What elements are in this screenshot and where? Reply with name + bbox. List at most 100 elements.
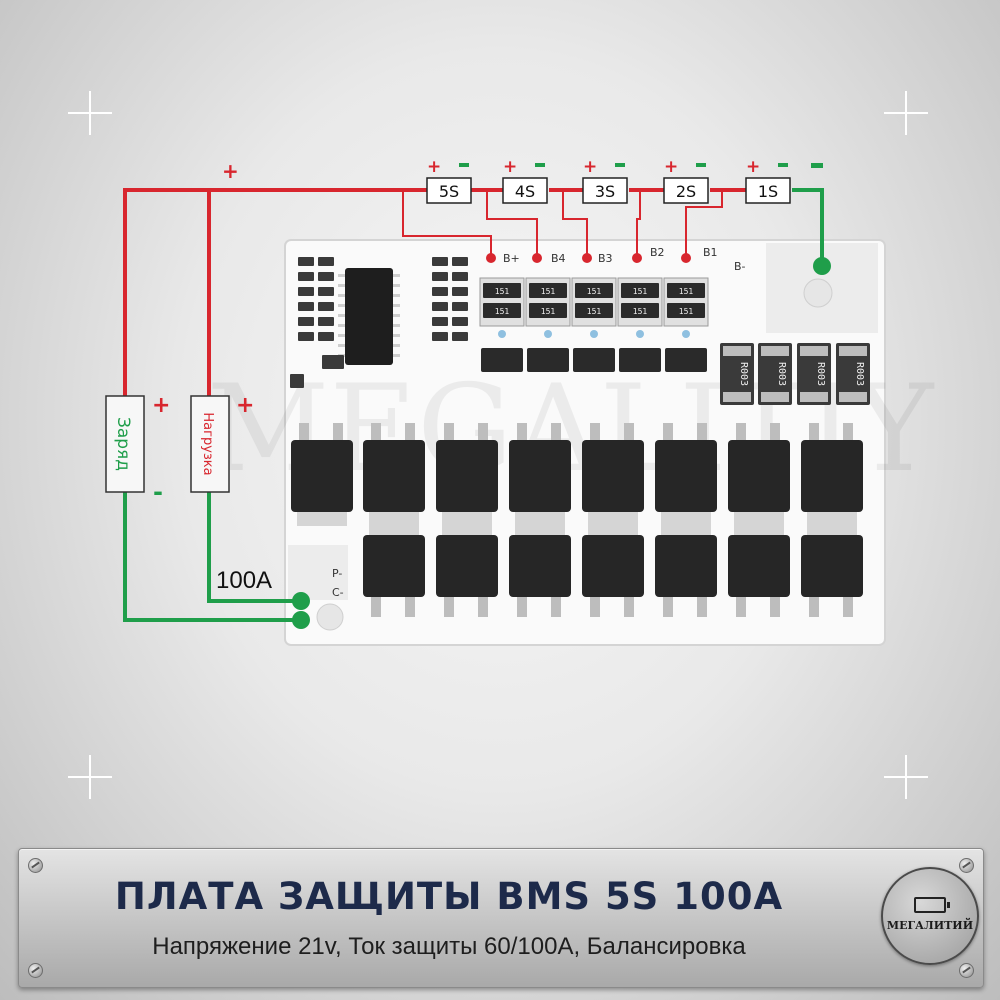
screw-icon (28, 963, 43, 978)
pad-label-b-minus: B- (734, 260, 746, 273)
pad-label-c-minus: C- (332, 586, 344, 599)
mosfet-bottom (363, 526, 425, 617)
shunt-resistor: R003 (836, 343, 870, 405)
smd-code: 151 (541, 307, 556, 316)
smd-code: 151 (679, 287, 694, 296)
cell-plus-label: + (583, 157, 597, 177)
cell-5s: 5S + (426, 157, 472, 204)
cell-minus-mark (459, 163, 469, 167)
pad-label-b4: B4 (551, 252, 566, 265)
smd-code: 151 (633, 287, 648, 296)
mosfet-top (509, 423, 571, 526)
mosfet-top (728, 423, 790, 526)
cell-4s: 4S + (502, 157, 548, 204)
charge-plus-label: + (152, 393, 170, 418)
smd-code: 151 (633, 307, 648, 316)
info-banner: ПЛАТА ЗАЩИТЫ BMS 5S 100A Напряжение 21v,… (18, 848, 984, 988)
shunt-code: R003 (815, 362, 826, 386)
smd-code: 151 (587, 307, 602, 316)
mosfet-top (655, 423, 717, 526)
balance-column: 151 151 (663, 277, 709, 372)
cell-3s: 3S + (582, 157, 628, 204)
screw-icon (28, 858, 43, 873)
negative-wires (123, 188, 824, 622)
cell-plus-label: + (664, 157, 678, 177)
cell-minus-mark (696, 163, 706, 167)
cell-label: 3S (595, 182, 615, 201)
pad-label-b-plus: B+ (503, 252, 520, 265)
cell-plus-label: + (746, 157, 760, 177)
smd-code: 151 (587, 287, 602, 296)
bms-ic-chip (345, 268, 393, 365)
crop-marks (68, 91, 928, 799)
mosfet-bottom (582, 526, 644, 617)
balance-column: 151 151 (525, 277, 571, 372)
smd-code: 151 (679, 307, 694, 316)
b-minus-pad (803, 278, 833, 308)
negative-wire-dots (292, 257, 831, 629)
current-label: 100A (216, 567, 272, 594)
screw-icon (959, 858, 974, 873)
balance-resistor-columns: 151 151 151 151 151 151 151 151 151 151 (479, 277, 709, 372)
smd-code: 151 (495, 287, 510, 296)
cell-label: 1S (758, 182, 778, 201)
cell-minus-mark (535, 163, 545, 167)
cell-label: 4S (515, 182, 535, 201)
cell-1s: 1S + (745, 157, 791, 204)
load-connector: Нагрузка + (190, 393, 254, 493)
mosfet-bottom (509, 526, 571, 617)
balance-column: 151 151 (571, 277, 617, 372)
pad-label-b2: B2 (650, 246, 665, 259)
load-label: Нагрузка (200, 412, 215, 475)
shunt-resistor: R003 (797, 343, 831, 405)
shunt-resistor: R003 (758, 343, 792, 405)
smd-code: 151 (495, 307, 510, 316)
cell-label: 5S (439, 182, 459, 201)
charge-label: Заряд (113, 417, 133, 471)
load-plus-label: + (236, 393, 254, 418)
shunt-code: R003 (854, 362, 865, 386)
shunt-code: R003 (776, 362, 787, 386)
mosfet-top (291, 423, 353, 526)
shunt-resistors: R003 R003 R003 R003 (720, 343, 870, 405)
charge-connector: Заряд + - (105, 393, 170, 506)
cell-plus-label: + (503, 157, 517, 177)
mosfet-top (436, 423, 498, 526)
smd-code: 151 (541, 287, 556, 296)
mosfet-array (291, 423, 863, 617)
chain-minus-mark (811, 163, 823, 168)
pad-label-b3: B3 (598, 252, 613, 265)
mosfet-bottom (728, 526, 790, 617)
brand-logo: МЕГАЛИТИЙ (881, 867, 979, 965)
bus-plus-label: + (222, 159, 239, 183)
banner-title: ПЛАТА ЗАЩИТЫ BMS 5S 100A (114, 875, 784, 918)
cell-label: 2S (676, 182, 696, 201)
control-chip-area (290, 257, 468, 388)
mosfet-bottom (801, 526, 863, 617)
c-minus-pad (316, 603, 344, 631)
cell-2s: 2S + (663, 157, 709, 204)
shunt-resistor: R003 (720, 343, 754, 405)
battery-icon (914, 897, 950, 913)
pad-label-p-minus: P- (332, 567, 342, 580)
shunt-code: R003 (738, 362, 749, 386)
cell-minus-mark (778, 163, 788, 167)
balance-tap-dots (486, 253, 691, 263)
screw-icon (959, 963, 974, 978)
cell-minus-mark (615, 163, 625, 167)
logo-text: МЕГАЛИТИЙ (886, 919, 974, 932)
balance-column: 151 151 (617, 277, 663, 372)
charge-minus-label: - (153, 478, 163, 506)
balance-tap-wires (402, 190, 723, 258)
cell-plus-label: + (427, 157, 441, 177)
mosfet-bottom (655, 526, 717, 617)
banner-subtitle: Напряжение 21v, Ток защиты 60/100A, Бала… (152, 933, 746, 960)
mosfet-top (363, 423, 425, 526)
mosfet-top (582, 423, 644, 526)
mosfet-top (801, 423, 863, 526)
mosfet-bottom (436, 526, 498, 617)
balance-column: 151 151 (479, 277, 525, 372)
battery-cells: 5S +4S +3S +2S +1S + (426, 157, 823, 204)
pad-label-b1: B1 (703, 246, 718, 259)
